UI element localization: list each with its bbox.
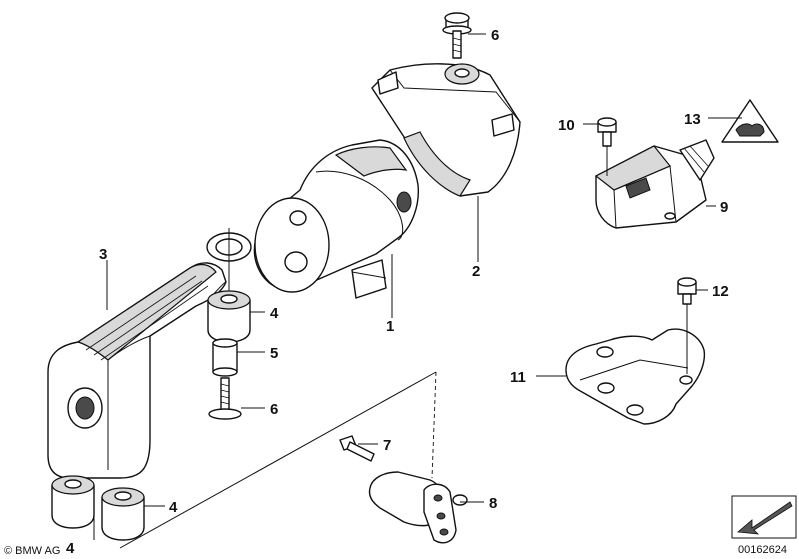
reference-bracket-line (119, 371, 437, 549)
callout-5: 5 (270, 345, 278, 362)
mounting-plate-part-11 (565, 328, 706, 425)
callout-4-lower-left: 4 (66, 540, 75, 557)
callout-12: 12 (712, 283, 729, 300)
bolt-part-12 (677, 277, 697, 305)
reference-dashed-line (431, 371, 437, 479)
sensor-module-part-9 (594, 139, 715, 229)
hydraulic-unit-part-1 (253, 139, 419, 299)
callout-7: 7 (383, 437, 391, 454)
callout-13: 13 (684, 111, 701, 128)
callout-2: 2 (472, 263, 480, 280)
callout-3: 3 (99, 246, 107, 263)
arrow-box-icon (731, 495, 797, 539)
bolt-part-10 (597, 117, 617, 147)
rubber-mount-lower-left (51, 475, 95, 529)
callout-10: 10 (558, 117, 575, 134)
spacer-sleeve-part-5 (212, 338, 238, 377)
callout-6-lower: 6 (270, 401, 278, 418)
callout-4-upper: 4 (270, 305, 279, 322)
callout-9: 9 (720, 199, 728, 216)
rubber-mount-lower-right (101, 487, 145, 541)
leader-lines (93, 33, 742, 540)
callout-4-lower-right: 4 (169, 499, 178, 516)
strap-bracket-part-2 (371, 63, 521, 197)
bolt-part-7 (339, 435, 375, 462)
arm-ring (206, 228, 252, 300)
rubber-mount-upper (207, 290, 251, 343)
callout-labels: 1 2 3 4 4 4 5 6 6 7 8 9 10 11 12 13 (66, 27, 729, 557)
callout-6-upper: 6 (491, 27, 499, 44)
image-number: 00162624 (738, 544, 787, 556)
bolt-lower-part-6 (208, 377, 242, 420)
sensor-holder-part-8 (368, 471, 468, 544)
copyright-text: © BMW AG (4, 545, 60, 557)
bracket-arm-part-3 (47, 262, 227, 479)
callout-8: 8 (489, 495, 497, 512)
bolt-upper-part-6 (442, 12, 472, 59)
warning-label-part-13 (721, 99, 779, 143)
callout-11: 11 (510, 369, 526, 386)
callout-1: 1 (386, 318, 394, 335)
